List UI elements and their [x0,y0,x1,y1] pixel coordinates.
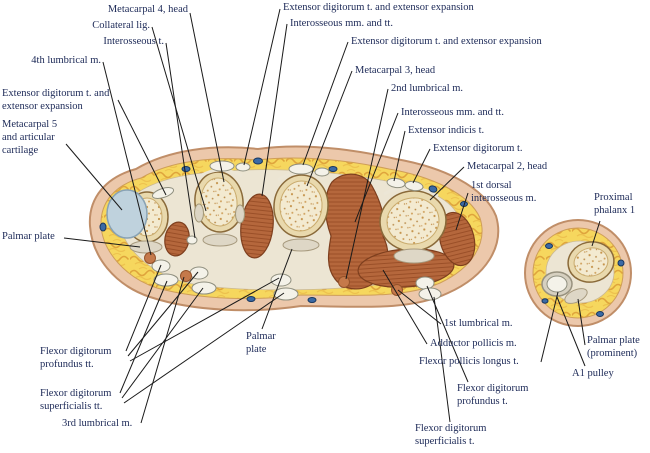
label-adductor-pollicis-m: Adductor pollicis m. [430,338,517,349]
thumb-blood-vessels [541,243,625,317]
proximal-phalanx-1-bone [567,241,615,283]
label-3rd-lumbrical-m: 3rd lumbrical m. [62,418,133,429]
label-interosseous-mm-tt-1: Interosseous mm. and tt. [290,18,393,29]
label-interosseous-t: Interosseous t. [103,36,164,47]
interosseous-tendon [186,235,198,245]
label-interosseous-mm-tt-2: Interosseous mm. and tt. [401,107,504,118]
label-metacarpal-4-head: Metacarpal 4, head [107,4,188,15]
articular-cartilage [106,189,148,239]
label-extensor-digitorum-t: Extensor digitorum t. [433,143,523,154]
label-collateral-lig: Collateral lig. [92,20,150,31]
metacarpal-3-bone [273,174,329,238]
label-1st-dorsal-interosseous-m: 1st dorsal interosseous m. [471,180,537,204]
label-palmar-plate-left: Palmar plate [2,231,55,242]
label-palmar-plate-center: Palmar plate [246,331,276,355]
label-extensor-digitorum-expansion-2: Extensor digitorum t. and extensor expan… [351,36,542,47]
label-extensor-indicis-t: Extensor indicis t. [408,125,485,136]
label-metacarpal-2-head: Metacarpal 2, head [467,161,548,172]
extensor-tendons [151,160,439,199]
first-dorsal-interosseous-muscle [438,211,476,267]
collateral-ligaments [194,203,245,224]
label-flexor-digitorum-superficialis-t: Flexor digitorum superficialis t. [415,423,487,447]
palmar-plates [129,233,435,264]
label-4th-lumbrical-m: 4th lumbrical m. [31,55,101,66]
metacarpal-2-bone [379,190,447,252]
hand-cross-section [88,145,500,312]
label-extensor-digitorum-expansion-1: Extensor digitorum t. and extensor expan… [283,2,474,13]
label-a1-pulley: A1 pulley [572,368,614,379]
label-flexor-digitorum-profundus-tt: Flexor digitorum profundus tt. [40,346,112,370]
flexor-pollicis-longus-tendon [546,275,568,293]
label-palmar-plate-prominent: Palmar plate (prominent) [587,335,640,359]
label-proximal-phalanx-1: Proximal phalanx 1 [594,192,636,216]
leader-lines [63,8,601,424]
blood-vessels [99,157,468,303]
label-flexor-digitorum-superficialis-tt: Flexor digitorum superficialis tt. [40,388,112,412]
thumb-cross-section [524,219,632,327]
label-1st-lumbrical-m: 1st lumbrical m. [444,318,513,329]
label-flexor-digitorum-profundus-t: Flexor digitorum profundus t. [457,383,529,407]
label-metacarpal-3-head: Metacarpal 3, head [355,65,436,76]
label-flexor-pollicis-longus-t: Flexor pollicis longus t. [419,356,519,367]
label-metacarpal-5-articular-cartilage: Metacarpal 5 and articular cartilage [2,119,58,156]
label-extensor-digitorum-expansion-3: Extensor digitorum t. and extensor expan… [2,88,110,112]
metacarpal-4-bone [194,171,244,233]
label-2nd-lumbrical-m: 2nd lumbrical m. [391,83,464,94]
